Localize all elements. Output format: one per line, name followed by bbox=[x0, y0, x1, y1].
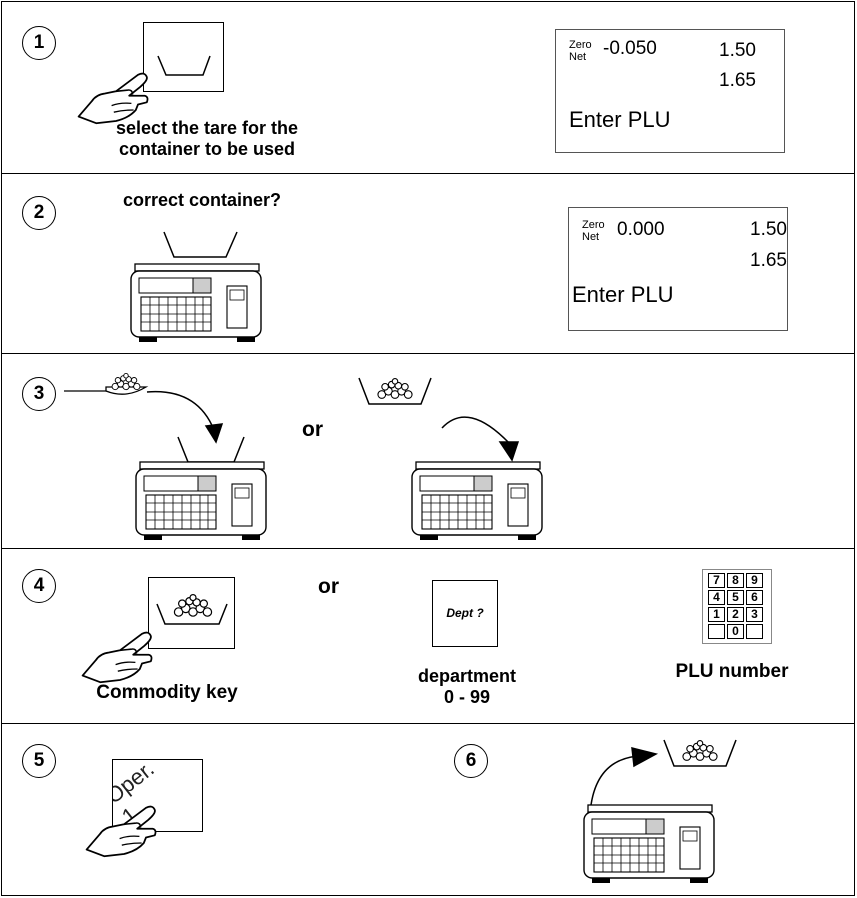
display-message: Enter PLU bbox=[572, 282, 674, 307]
keypad-key[interactable]: 0 bbox=[727, 624, 744, 639]
tare-container-icon bbox=[157, 55, 211, 76]
caption-line: select the tare for the bbox=[115, 118, 299, 138]
step-1: 1 select the tare for the container to b… bbox=[2, 2, 854, 174]
tare-key[interactable] bbox=[143, 22, 224, 92]
scale-icon bbox=[410, 460, 545, 545]
step-2: 2 correct container? Zero Net 0.000 1.50… bbox=[2, 174, 854, 354]
price-readout: 1.50 bbox=[750, 219, 787, 240]
curved-arrow-icon bbox=[441, 416, 520, 462]
plu-caption: PLU number bbox=[675, 661, 789, 682]
commodity-key[interactable] bbox=[148, 577, 235, 649]
net-label: Net bbox=[582, 231, 600, 243]
keypad-key[interactable]: 3 bbox=[746, 607, 763, 622]
keypad-key[interactable]: 2 bbox=[727, 607, 744, 622]
scale-icon bbox=[582, 803, 717, 888]
zero-label: Zero bbox=[582, 219, 605, 231]
filled-container-icon bbox=[156, 578, 228, 625]
step-4: 4 Commodity key or Dept ? department 0 -… bbox=[2, 549, 854, 724]
display-message: Enter PLU bbox=[569, 107, 671, 132]
department-key[interactable]: Dept ? bbox=[432, 580, 498, 647]
caption-line: 0 - 99 bbox=[443, 687, 491, 707]
price-readout: 1.50 bbox=[719, 40, 756, 61]
weight-readout: 0.000 bbox=[617, 219, 665, 240]
commodity-caption: Commodity key bbox=[96, 682, 238, 703]
tare-container-icon bbox=[163, 231, 238, 258]
weight-readout: -0.050 bbox=[603, 38, 657, 59]
step-number: 5 bbox=[22, 744, 56, 778]
keypad-key[interactable]: 8 bbox=[727, 573, 744, 588]
step-number: 4 bbox=[22, 569, 56, 603]
filled-container-icon bbox=[358, 377, 432, 405]
caption-line: container to be used bbox=[118, 139, 296, 159]
scale-display: Zero Net -0.050 1.50 1.65 Enter PLU bbox=[555, 29, 785, 153]
step-caption: correct container? bbox=[122, 190, 282, 210]
step-number: 1 bbox=[22, 26, 56, 60]
step-5-6: 5 Oper. 1 6 bbox=[2, 724, 854, 897]
caption-line: department bbox=[417, 666, 516, 686]
keypad-icon bbox=[702, 569, 772, 644]
total-readout: 1.65 bbox=[750, 250, 787, 271]
department-caption: department 0 - 99 bbox=[382, 666, 552, 708]
step-number: 3 bbox=[22, 377, 56, 411]
scale-icon bbox=[129, 262, 264, 347]
keypad-key[interactable]: 1 bbox=[708, 607, 725, 622]
scale-display: Zero Net 0.000 1.50 1.65 Enter PLU bbox=[568, 207, 788, 331]
step-number: 6 bbox=[454, 744, 488, 778]
step-number: 2 bbox=[22, 196, 56, 230]
keypad-key[interactable]: 4 bbox=[708, 590, 725, 605]
keypad-key[interactable]: 9 bbox=[746, 573, 763, 588]
total-readout: 1.65 bbox=[719, 70, 756, 91]
pointing-hand-icon bbox=[80, 799, 190, 865]
scoop-icon bbox=[64, 373, 149, 395]
scale-icon bbox=[134, 460, 269, 545]
curved-arrow-icon bbox=[146, 390, 224, 444]
keypad-key[interactable] bbox=[746, 624, 763, 639]
keypad-key[interactable] bbox=[708, 624, 725, 639]
zero-label: Zero bbox=[569, 39, 592, 51]
filled-container-icon bbox=[663, 739, 737, 767]
keypad-key[interactable]: 5 bbox=[727, 590, 744, 605]
or-label: or bbox=[302, 418, 323, 441]
step-3: 3 or bbox=[2, 354, 854, 549]
operator-key[interactable]: Oper. 1 bbox=[112, 759, 203, 832]
keypad-key[interactable]: 7 bbox=[708, 573, 725, 588]
curved-arrow-icon bbox=[589, 747, 659, 815]
step-caption: select the tare for the container to be … bbox=[72, 118, 342, 160]
keypad-key[interactable]: 6 bbox=[746, 590, 763, 605]
or-label: or bbox=[318, 575, 339, 598]
net-label: Net bbox=[569, 51, 587, 63]
